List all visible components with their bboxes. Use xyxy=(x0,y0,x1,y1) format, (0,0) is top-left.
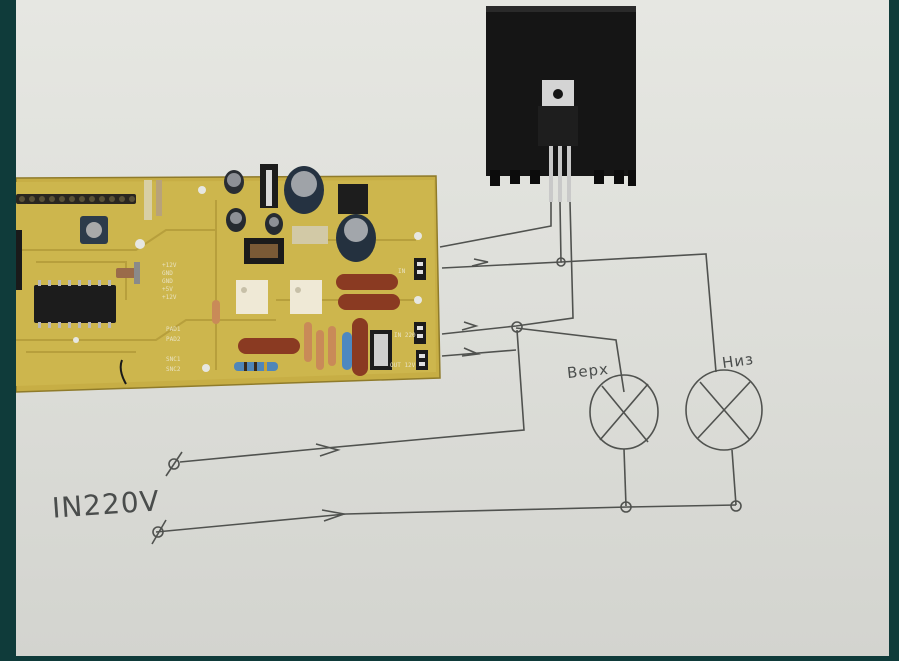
ic-chip xyxy=(34,280,116,328)
electrolytic-capacitor xyxy=(265,213,283,235)
optocoupler xyxy=(236,280,268,314)
pcb-label: PAD2 xyxy=(166,336,181,343)
pcb-label: GND xyxy=(162,270,173,277)
pcb-label: +12V xyxy=(162,294,177,301)
connector-block xyxy=(16,230,22,290)
scene-drawing xyxy=(16,6,763,545)
pcb-label: PAD1 xyxy=(166,326,181,333)
pcb-label: +5V xyxy=(162,286,173,293)
pcb-label: IN 220 xyxy=(394,332,416,339)
pcb-label: OUT 12V xyxy=(390,362,416,369)
pcb-label: SNC2 xyxy=(166,366,181,373)
photo-frame: +12V GND GND +5V +12V PAD1 PAD2 SNC1 SNC… xyxy=(16,0,889,656)
pcb-label: +12V xyxy=(162,262,177,269)
pcb-label: IN xyxy=(398,268,406,275)
pcb-label: GND xyxy=(162,278,173,285)
optocoupler xyxy=(290,280,322,314)
circuit-board xyxy=(16,164,441,393)
trimmer-potentiometer xyxy=(80,216,108,244)
pcb-label: SNC1 xyxy=(166,356,181,363)
electrolytic-capacitor xyxy=(224,170,244,194)
pin-header xyxy=(16,194,136,204)
wiring-drawing xyxy=(151,201,763,545)
power-transistor xyxy=(538,80,578,202)
electrolytic-capacitor xyxy=(226,208,246,232)
electrolytic-capacitor xyxy=(284,166,324,214)
resistor xyxy=(234,362,278,371)
electrolytic-capacitor xyxy=(336,214,376,262)
resistor xyxy=(342,332,352,370)
